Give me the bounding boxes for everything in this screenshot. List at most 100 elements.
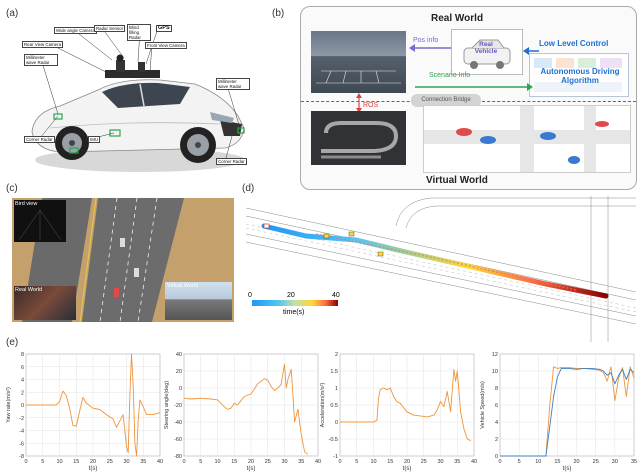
chart-0-xlabel: t(s) [89, 466, 98, 472]
trajectory-figure: 0 20 40 time(s) [245, 196, 637, 342]
chart-0-ytick-8: 8 [21, 352, 24, 358]
panel-label-e: (e) [6, 337, 19, 348]
pos-info-arrow [409, 44, 453, 52]
chart-0-series-0-line [26, 353, 161, 457]
chart-1-xtick-4: 20 [248, 459, 254, 465]
chart-1-ytick-1: -60 [174, 437, 182, 443]
chart-2-ytick-3: 0.5 [330, 403, 338, 409]
chart-0-xtick-1: 5 [41, 459, 44, 465]
label-corner-radar-left: Corner Radar [24, 136, 55, 143]
chart-1-ytick-5: 20 [176, 369, 182, 375]
chart-3-ytick-2: 4 [495, 420, 498, 426]
real-vehicle-box [451, 29, 523, 75]
framework-figure: Real World Pos info Real Vehicle Low Lev… [300, 6, 637, 190]
chart-1-ytick-4: 0 [179, 386, 182, 392]
chart-3-xtick-0: 0 [498, 459, 501, 465]
chart-2-xtick-0: 0 [338, 459, 341, 465]
scenario-info-label: Scenario Info [429, 72, 471, 79]
panel-label-a: (a) [6, 8, 19, 19]
chart-0-ytick-4: 0 [21, 403, 24, 409]
bird-view-inset [14, 200, 66, 242]
virtual-world-inset [165, 282, 232, 320]
chart-2-xtick-3: 15 [387, 459, 393, 465]
virtual-track [311, 111, 406, 165]
chart-2-ytick-0: -1 [333, 454, 338, 460]
chart-2-xtick-7: 35 [454, 459, 460, 465]
pos-info-label: Pos info [413, 37, 439, 44]
chart-0-xtick-8: 40 [157, 459, 163, 465]
colorbar-tick-0: 0 [248, 292, 252, 299]
chart-3-ytick-0: 0 [495, 454, 498, 460]
vehicle-illustration [31, 27, 245, 172]
chart-1-xtick-5: 25 [265, 459, 271, 465]
label-radar-sensor: Radar Sensor [94, 25, 126, 32]
label-front-view-camera: Front View Camera [145, 42, 187, 49]
trajectory-map [245, 196, 637, 342]
chart-2-ytick-6: 2 [335, 352, 338, 358]
label-wide-angle-camera: Wide angle Camera [54, 27, 97, 34]
scenario-info-arrow [415, 83, 533, 91]
chart-1-xtick-0: 0 [182, 459, 185, 465]
ros-arrow [356, 93, 362, 113]
chart-0-xtick-6: 30 [123, 459, 129, 465]
chart-3-ytick-3: 6 [495, 403, 498, 409]
colorbar-tick-40: 40 [332, 292, 340, 299]
chart-2-ytick-5: 1.5 [330, 369, 338, 375]
label-imu: IMU [88, 136, 101, 143]
label-mmwave-radar-right: Millimeter wave Radar [216, 78, 250, 90]
panel-label-b: (b) [272, 8, 285, 19]
real-vehicle-label: Real Vehicle [474, 41, 498, 55]
connection-bridge: Connection Bridge [411, 94, 481, 107]
colorbar [252, 300, 338, 306]
chart-0-xtick-0: 0 [24, 459, 27, 465]
colorbar-tick-20: 20 [287, 292, 295, 299]
parking-lot-lines [316, 70, 401, 84]
chart-0-ytick-6: 4 [21, 378, 24, 384]
chart-1-xtick-3: 15 [231, 459, 237, 465]
chart-3-ytick-1: 2 [495, 437, 498, 443]
colorbar-label: time(s) [283, 309, 305, 316]
chart-2-ytick-1: -0.5 [329, 437, 338, 443]
scene-figure: Bird view Real World Virtual World [12, 197, 234, 323]
chart-1-ytick-3: -20 [174, 403, 182, 409]
chart-3-ylabel: Vehicle Speed(m/s) [480, 381, 486, 429]
chart-0-xtick-4: 20 [90, 459, 96, 465]
chart-3-ytick-6: 12 [492, 352, 498, 358]
algorithm-label: Autonomous Driving Algorithm [540, 67, 620, 85]
chart-1-xlabel: t(s) [247, 466, 256, 472]
label-mmwave-radar-left: Millimeter wave Radar [24, 54, 58, 66]
chart-1-series-0-line [183, 363, 309, 455]
chart-2-xtick-2: 10 [370, 459, 376, 465]
chart-1-xtick-6: 30 [281, 459, 287, 465]
chart-0-xtick-7: 35 [140, 459, 146, 465]
panel-label-d: (d) [242, 183, 255, 194]
ros-label: ROS [363, 102, 379, 109]
label-blind-filling-radar: Blind filling Radar [127, 24, 151, 41]
chart-0-ytick-5: 2 [21, 390, 24, 396]
chart-3-xtick-3: 15 [554, 459, 560, 465]
chart-1-xtick-7: 35 [298, 459, 304, 465]
chart-3-xlabel: t(s) [563, 466, 572, 472]
virtual-world-inset-label: Virtual World [167, 283, 199, 289]
algorithm-box [529, 53, 629, 97]
vehicle-figure: Wide angle Camera Radar Sensor Blind fil… [20, 20, 255, 180]
real-world-inset-label: Real World [15, 287, 43, 293]
real-world-inset [14, 286, 76, 320]
chart-3-xtick-4: 20 [574, 459, 580, 465]
chart-2-xtick-5: 25 [421, 459, 427, 465]
chart-3-xtick-5: 25 [593, 459, 599, 465]
real-world-title: Real World [431, 13, 484, 24]
chart-0-ytick-7: 6 [21, 365, 24, 371]
chart-3-xtick-6: 30 [612, 459, 618, 465]
chart-1-xtick-2: 10 [214, 459, 220, 465]
panel-label-c: (c) [6, 183, 18, 194]
chart-3-series-1-line [500, 367, 635, 457]
chart-0-xtick-3: 15 [73, 459, 79, 465]
chart-2-xtick-8: 40 [471, 459, 477, 465]
chart-3-xtick-1: 5 [518, 459, 521, 465]
chart-2-ytick-4: 1 [335, 386, 338, 392]
chart-2-xtick-4: 20 [404, 459, 410, 465]
chart-2-series-0-line [340, 368, 471, 442]
chart-3-ytick-5: 10 [492, 369, 498, 375]
